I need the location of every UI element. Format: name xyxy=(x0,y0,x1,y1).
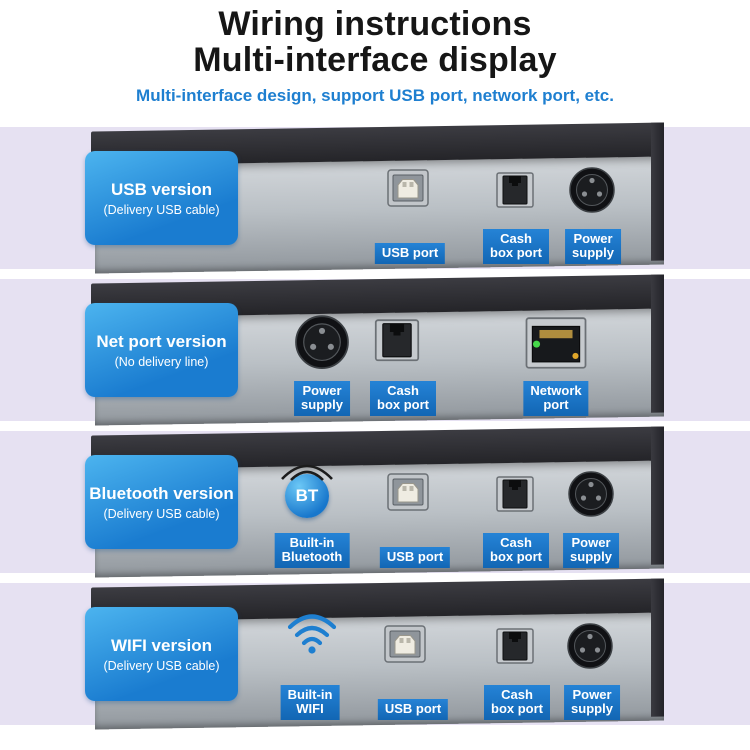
rj11-cashbox-port xyxy=(375,319,420,367)
header: Wiring instructions Multi-interface disp… xyxy=(0,0,750,106)
usb-b-port xyxy=(387,169,429,212)
wifi-icon xyxy=(284,609,340,660)
bt-badge: BT xyxy=(285,474,329,518)
port-label-usb: USB port xyxy=(379,547,451,568)
din-power-port xyxy=(567,623,613,674)
printer-side-edge xyxy=(651,578,664,717)
usb-b-port xyxy=(384,625,426,668)
rj11-cashbox-port xyxy=(496,172,534,213)
version-badge-usb: USB version (Delivery USB cable) xyxy=(85,151,238,245)
version-badge-net: Net port version (No delivery line) xyxy=(85,303,238,397)
port-label-usb: USB port xyxy=(377,699,449,720)
usb-b-port xyxy=(387,473,429,516)
version-note: (No delivery line) xyxy=(114,354,209,369)
rj11-cashbox-port xyxy=(496,476,534,517)
title-line2: Multi-interface display xyxy=(193,41,557,80)
din-power-port xyxy=(295,315,349,375)
printer-side-edge xyxy=(651,122,664,261)
version-note: (Delivery USB cable) xyxy=(103,202,220,217)
page-title: Wiring instructions Multi-interface disp… xyxy=(0,6,750,79)
title-line1: Wiring instructions xyxy=(218,5,532,43)
bluetooth-icon: BT xyxy=(274,453,340,518)
din-power-port xyxy=(568,471,614,522)
version-badge-wifi: WIFI version (Delivery USB cable) xyxy=(85,607,238,701)
version-title: USB version xyxy=(110,179,213,199)
printer-side-edge xyxy=(651,274,664,413)
version-title: Net port version xyxy=(96,331,227,351)
version-title: Bluetooth version xyxy=(89,483,234,503)
printer-side-edge xyxy=(651,426,664,565)
version-note: (Delivery USB cable) xyxy=(103,506,220,521)
version-note: (Delivery USB cable) xyxy=(103,658,220,673)
rj11-cashbox-port xyxy=(496,628,534,669)
port-label-usb: USB port xyxy=(374,243,446,264)
page-subtitle: Multi-interface design, support USB port… xyxy=(136,85,614,105)
rj45-network-port xyxy=(525,317,586,375)
version-title: WIFI version xyxy=(110,635,213,655)
version-badge-bluetooth: Bluetooth version (Delivery USB cable) xyxy=(85,455,238,549)
bluetooth-waves-icon xyxy=(281,464,333,481)
din-power-port xyxy=(569,167,615,218)
